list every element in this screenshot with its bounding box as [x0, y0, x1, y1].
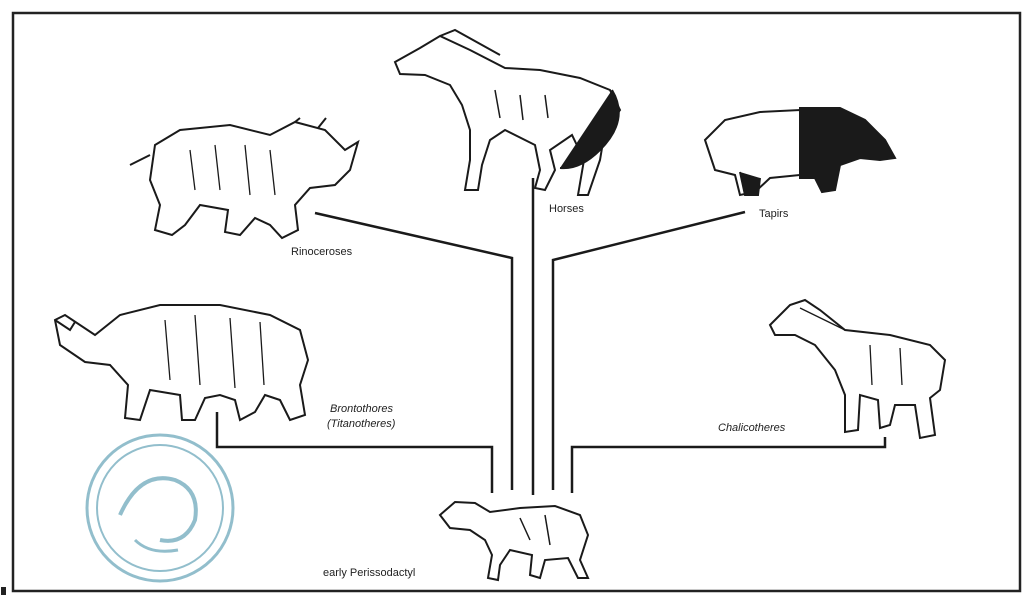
label-rhinoceroses: Rinoceroses: [291, 246, 352, 259]
corner-mark: [1, 587, 6, 595]
label-tapirs: Tapirs: [759, 208, 788, 221]
label-chalicotheres: Chalicotheres: [718, 422, 785, 435]
label-brontotheres: Brontothores: [330, 403, 393, 416]
label-horses: Horses: [549, 203, 584, 216]
label-titanotheres: (Titanotheres): [327, 418, 395, 431]
label-early-perissodactyl: early Perissodactyl: [323, 567, 415, 580]
